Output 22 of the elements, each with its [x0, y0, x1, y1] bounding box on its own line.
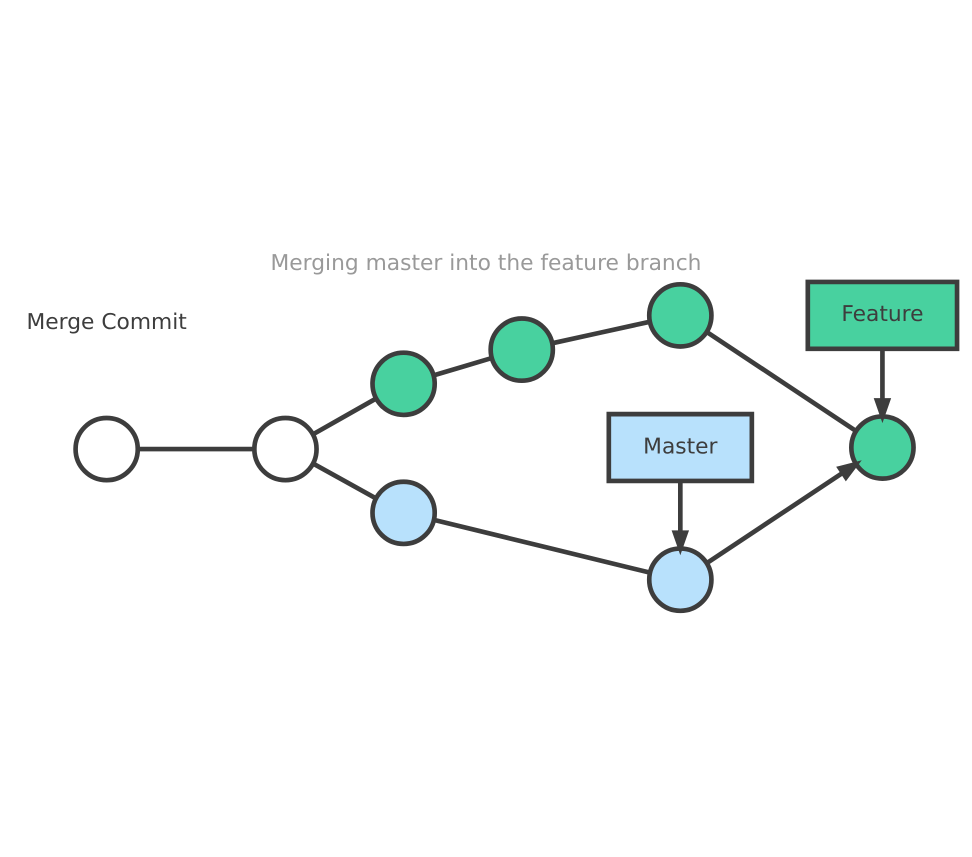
legend-label: Merge Commit [26, 310, 187, 335]
node-circle [370, 350, 438, 418]
node-circle [646, 546, 714, 614]
connector [138, 446, 254, 452]
node-circle [488, 316, 556, 384]
node-circle [646, 282, 714, 349]
node-circle [73, 416, 140, 483]
connector [552, 320, 650, 346]
arrow [874, 349, 892, 424]
node-circle [849, 414, 916, 481]
connector [312, 462, 378, 500]
connector [312, 396, 378, 436]
node-circle [252, 416, 319, 483]
connector [706, 330, 858, 433]
arrow [672, 481, 690, 556]
arrow [706, 460, 862, 565]
diagram-title: Merging master into the feature branch [270, 250, 702, 276]
connector [433, 518, 651, 575]
node-box: Master [606, 412, 754, 484]
connector [432, 356, 492, 378]
node-circle [370, 479, 438, 546]
node-box: Feature [805, 280, 960, 352]
